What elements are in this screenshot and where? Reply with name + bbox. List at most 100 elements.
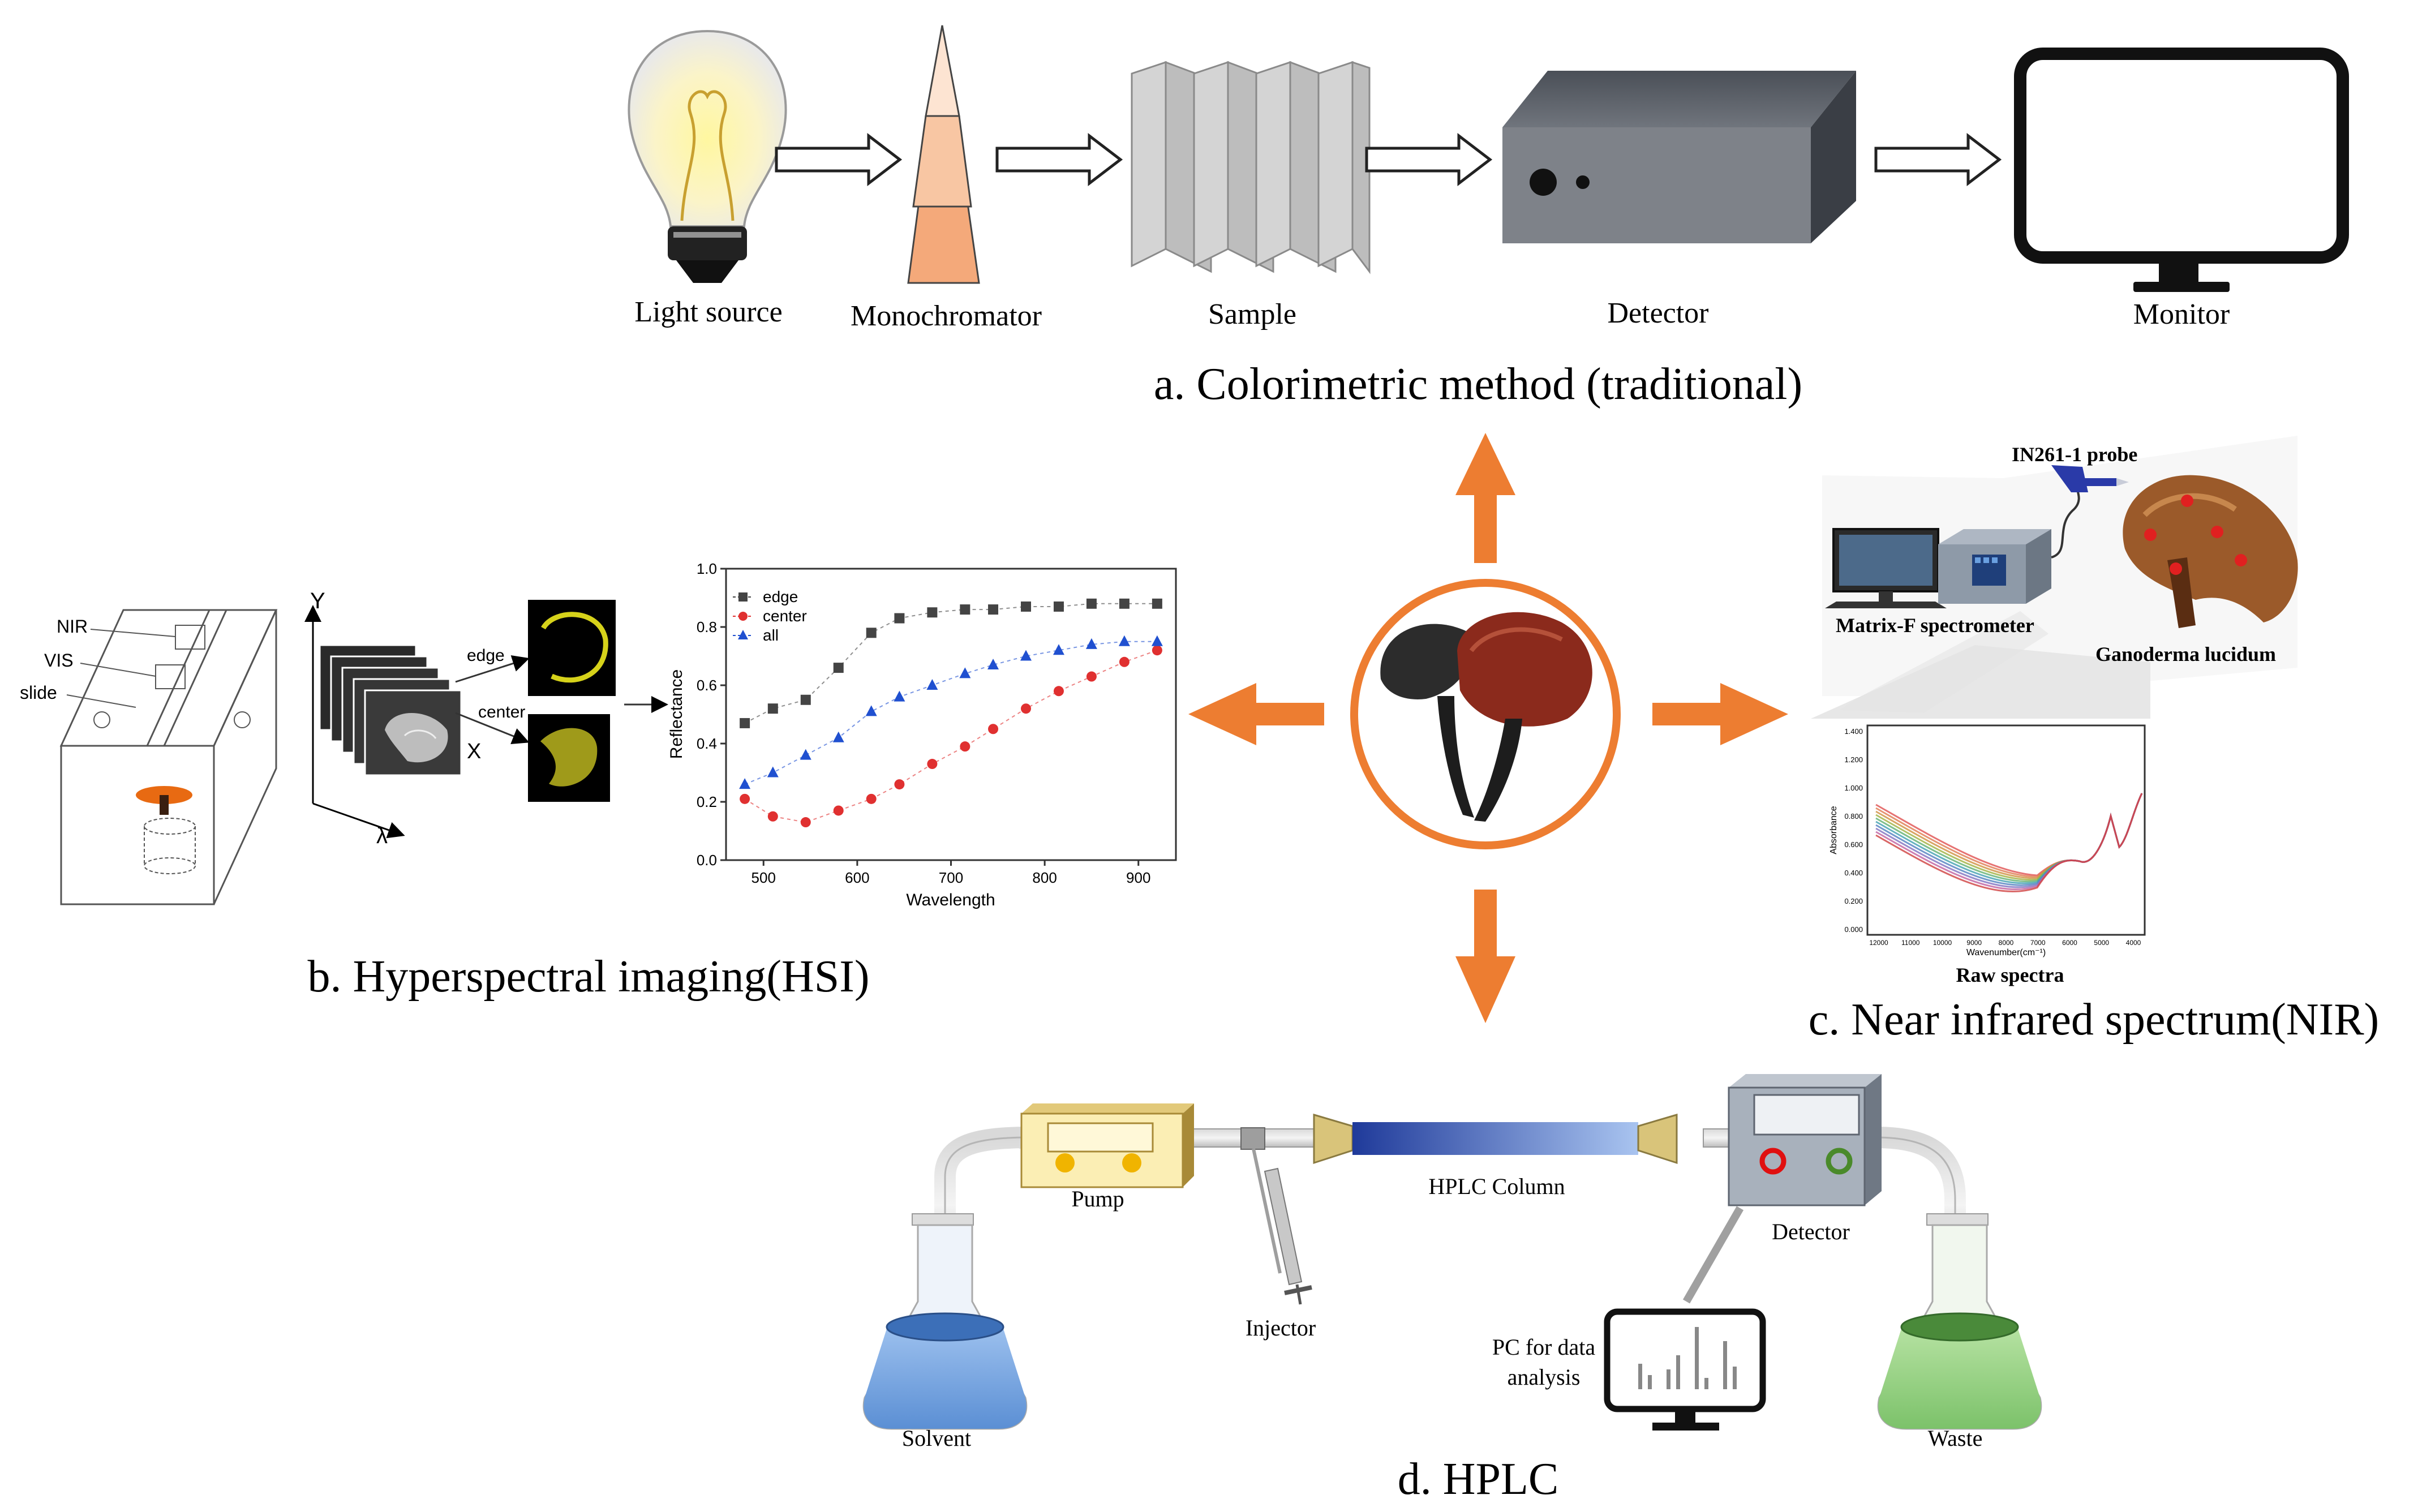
pc-icon (1604, 1308, 1766, 1431)
data-point (894, 613, 905, 624)
nir-y-tick-label: 0.600 (1844, 840, 1863, 849)
arrow-right-icon (775, 132, 903, 187)
legend-marker (738, 630, 748, 639)
nir-y-tick-label: 0.400 (1844, 869, 1863, 877)
monitor-icon (2014, 48, 2349, 292)
center-image (528, 714, 610, 802)
data-point (1118, 635, 1130, 646)
y-tick-label: 0.0 (697, 852, 717, 869)
data-point (1119, 598, 1130, 609)
legend-label: center (763, 607, 807, 625)
sample-cuvettes-icon (1131, 61, 1371, 274)
nir-x-tick-label: 12000 (1869, 939, 1888, 947)
data-point (927, 759, 938, 770)
label-waste: Waste (1928, 1425, 1983, 1451)
data-point (740, 793, 750, 804)
data-point (927, 607, 938, 618)
series-line (744, 650, 1158, 823)
y-tick-label: 0.6 (697, 677, 717, 694)
label-column: HPLC Column (1428, 1174, 1565, 1199)
nir-spectrum-line (1875, 793, 2143, 892)
legend-label: edge (763, 588, 798, 605)
data-point (959, 667, 971, 678)
data-point (1053, 601, 1064, 612)
label-nir: NIR (57, 616, 88, 637)
data-point (865, 705, 877, 716)
data-point (988, 604, 999, 615)
data-point (740, 718, 750, 728)
section-d-hplc: Pump Injector HPLC Column Detector (862, 1074, 2042, 1504)
label-center: center (478, 703, 525, 721)
section-a-title: a. Colorimetric method (traditional) (1154, 359, 1802, 409)
data-point (1021, 703, 1031, 714)
data-point (988, 724, 999, 734)
data-point (1151, 635, 1163, 646)
legend-marker (738, 612, 748, 621)
nir-x-tick-label: 6000 (2062, 939, 2077, 947)
data-point (894, 779, 905, 790)
hplc-column-icon (1313, 1113, 1678, 1165)
section-b-hsi: NIR VIS slide Y X λ edge center (20, 560, 1177, 1002)
arrow-right-icon (1365, 132, 1493, 187)
nir-y-tick-label: 0.200 (1844, 897, 1863, 905)
data-point (960, 604, 970, 615)
y-tick-label: 0.8 (697, 618, 717, 635)
data-point (1086, 671, 1097, 682)
detector-box-icon (1502, 71, 1856, 243)
arrow-right-icon (1652, 683, 1788, 745)
chart-x-label: Wavelength (906, 891, 995, 909)
data-point (800, 817, 811, 828)
data-point (866, 628, 877, 638)
monochromator-icon (907, 25, 980, 284)
legend-marker (738, 592, 748, 602)
data-point (800, 694, 811, 705)
data-point (767, 766, 779, 778)
data-point (833, 663, 844, 673)
pump-icon (1020, 1103, 1194, 1188)
x-tick-label: 600 (845, 869, 869, 886)
ganoderma-specimen-icon (2123, 475, 2298, 628)
data-point (1020, 650, 1032, 661)
imaging-box-diagram (59, 609, 278, 905)
pc-chart-bars (1638, 1327, 1737, 1389)
label-injector: Injector (1246, 1315, 1316, 1341)
label-hplc-detector: Detector (1772, 1219, 1850, 1244)
solvent-flask-icon (862, 1213, 1028, 1430)
label-monochromator: Monochromator (851, 300, 1042, 332)
data-point (894, 690, 905, 702)
probe-icon (2051, 465, 2129, 492)
nir-y-tick-label: 0.800 (1844, 812, 1863, 821)
data-point (833, 805, 844, 816)
data-point (987, 658, 999, 669)
nir-x-tick-label: 10000 (1933, 939, 1952, 947)
section-d-title: d. HPLC (1398, 1454, 1559, 1504)
nir-y-tick-label: 1.400 (1844, 727, 1863, 736)
nir-x-label: Wavenumber(cm⁻¹) (1966, 948, 2046, 957)
data-point (1053, 644, 1064, 655)
y-tick-label: 0.4 (697, 735, 717, 752)
arrow-right-icon (1874, 132, 2002, 187)
section-c-nir: IN261-1 probe Matrix-F spectrometer Gano… (1809, 436, 2379, 1045)
nir-y-tick-label: 1.000 (1844, 784, 1863, 792)
data-point (800, 749, 811, 760)
central-hub (1188, 433, 1788, 1023)
label-pc-line1: PC for data (1492, 1334, 1595, 1360)
hplc-detector-icon (1728, 1074, 1882, 1206)
axis-x-label: X (467, 740, 481, 763)
x-tick-label: 800 (1032, 869, 1057, 886)
series-line (744, 603, 1157, 724)
data-point (767, 703, 778, 714)
computer-icon (1825, 528, 1947, 608)
y-tick-label: 1.0 (697, 560, 717, 577)
section-a-colorimetric: Light source Monochromator Sample Detect… (628, 25, 2349, 409)
axis-y-label: Y (310, 589, 325, 613)
injector-icon (1240, 1127, 1312, 1305)
legend-label: all (763, 626, 779, 644)
label-light-source: Light source (634, 296, 782, 328)
section-b-title: b. Hyperspectral imaging(HSI) (307, 952, 869, 1002)
data-point (1086, 598, 1097, 609)
x-tick-label: 700 (939, 869, 963, 886)
label-spectrometer: Matrix-F spectrometer (1836, 614, 2034, 637)
data-point (960, 741, 970, 752)
